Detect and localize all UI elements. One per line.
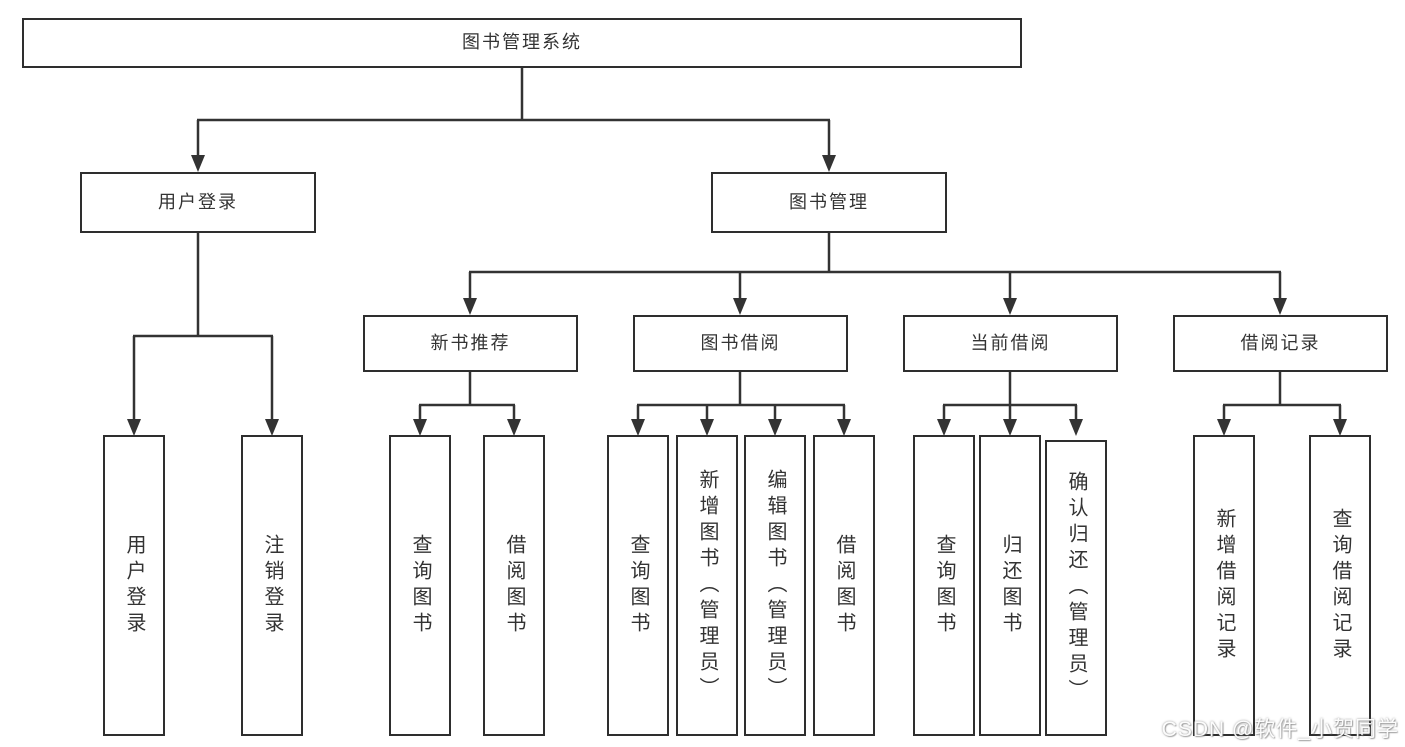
leaf-logout-login: 注销登录 — [241, 435, 303, 736]
arrow-down-icon — [768, 419, 782, 436]
arrow-down-icon — [631, 419, 645, 436]
arrow-down-icon — [1217, 419, 1231, 436]
leaf-recommend-query-book: 查询图书 — [389, 435, 451, 736]
leaf-current-return-book: 归还图书 — [979, 435, 1041, 736]
leaf-current-confirm-return: 确认归还（管理员） — [1045, 440, 1107, 736]
arrow-down-icon — [1003, 419, 1017, 436]
arrow-down-icon — [413, 419, 427, 436]
node-user-login: 用户登录 — [80, 172, 316, 233]
edge-new-book-recommend-to-leaves — [413, 372, 521, 436]
arrow-down-icon — [265, 419, 279, 436]
arrow-down-icon — [191, 155, 205, 172]
node-borrow-records: 借阅记录 — [1173, 315, 1388, 372]
edge-root-to-level2 — [191, 68, 836, 172]
leaf-borrow-add-book: 新增图书（管理员） — [676, 435, 738, 736]
node-new-book-recommend: 新书推荐 — [363, 315, 578, 372]
node-book-management: 图书管理 — [711, 172, 947, 233]
arrow-down-icon — [463, 298, 477, 315]
watermark: CSDN @软件_小贺同学 — [1161, 718, 1399, 741]
arrow-down-icon — [127, 419, 141, 436]
edge-user-login-to-leaves — [127, 233, 279, 436]
arrow-down-icon — [1003, 298, 1017, 315]
leaf-user-login: 用户登录 — [103, 435, 165, 736]
arrow-down-icon — [1069, 419, 1083, 436]
arrow-down-icon — [837, 419, 851, 436]
edge-current-borrow-to-leaves — [937, 372, 1083, 436]
edge-borrow-records-to-leaves — [1217, 372, 1347, 436]
node-book-borrow: 图书借阅 — [633, 315, 848, 372]
leaf-borrow-edit-book: 编辑图书（管理员） — [744, 435, 806, 736]
node-root: 图书管理系统 — [22, 18, 1022, 68]
node-current-borrow: 当前借阅 — [903, 315, 1118, 372]
edge-book-borrow-to-leaves — [631, 372, 851, 436]
leaf-borrow-query-book: 查询图书 — [607, 435, 669, 736]
edge-book-management-to-level3 — [463, 233, 1287, 315]
arrow-down-icon — [937, 419, 951, 436]
arrow-down-icon — [822, 155, 836, 172]
arrow-down-icon — [507, 419, 521, 436]
arrow-down-icon — [733, 298, 747, 315]
leaf-records-query-record: 查询借阅记录 — [1309, 435, 1371, 736]
leaf-current-query-book: 查询图书 — [913, 435, 975, 736]
arrow-down-icon — [700, 419, 714, 436]
leaf-borrow-borrow-book: 借阅图书 — [813, 435, 875, 736]
leaf-records-add-record: 新增借阅记录 — [1193, 435, 1255, 736]
arrow-down-icon — [1273, 298, 1287, 315]
leaf-recommend-borrow-book: 借阅图书 — [483, 435, 545, 736]
arrow-down-icon — [1333, 419, 1347, 436]
